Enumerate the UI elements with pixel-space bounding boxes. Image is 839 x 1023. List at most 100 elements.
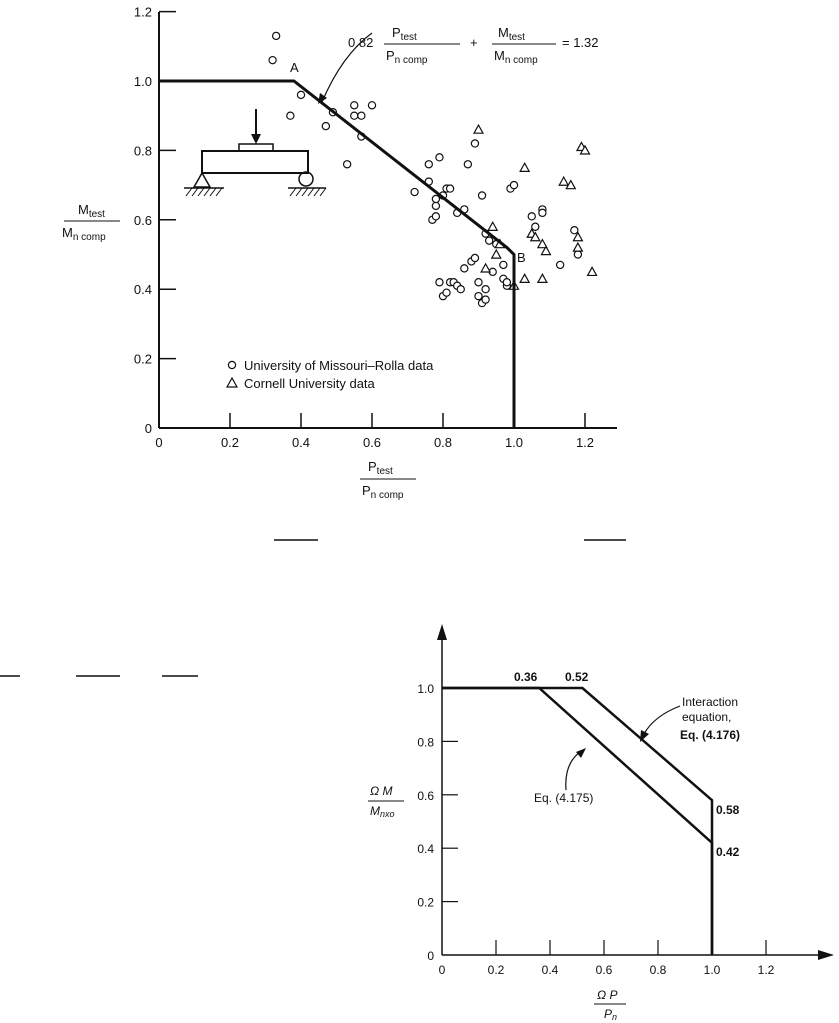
eq-plus: + (470, 35, 478, 50)
data-point-missouri (456, 285, 465, 294)
interaction-note-3: Eq. (4.176) (680, 728, 740, 742)
data-point-cornell (536, 238, 548, 249)
data-point-missouri (460, 264, 469, 273)
data-point-cornell (519, 273, 531, 283)
bottom-x-tick-label: 0.4 (542, 963, 559, 977)
top-x-tick-label: 0 (155, 435, 162, 450)
top-points (268, 31, 598, 308)
top-x-tick-label: 1.0 (505, 435, 523, 450)
data-point-missouri (321, 121, 331, 131)
data-point-cornell (529, 231, 541, 242)
top-xlabel-den: Pn comp (362, 483, 404, 501)
top-interaction-curve (159, 79, 516, 428)
data-point-missouri (477, 191, 487, 200)
top-x-tick-label: 0.4 (292, 435, 310, 450)
eq4175-leader (565, 751, 581, 791)
top-ylabel-den: Mn comp (62, 225, 106, 243)
bottom-y-tick-label: 0.2 (417, 896, 434, 910)
data-point-missouri (502, 278, 512, 287)
label-042: 0.42 (716, 845, 740, 859)
data-point-missouri (481, 295, 490, 304)
data-point-cornell (579, 144, 591, 155)
data-point-missouri (474, 291, 483, 301)
data-point-cornell (540, 245, 552, 256)
legend-circle-marker (227, 360, 237, 370)
data-point-missouri (367, 101, 377, 110)
top-ylabel-num: Mtest (78, 202, 105, 220)
bottom-y-tick-label: 1.0 (417, 682, 434, 696)
data-point-cornell (572, 241, 584, 252)
data-point-cornell (480, 262, 492, 273)
data-point-missouri (470, 253, 480, 263)
data-point-missouri (342, 160, 352, 169)
eq4175-note: Eq. (4.175) (534, 791, 593, 805)
bottom-x-tick-label: 0.6 (596, 963, 613, 977)
data-point-missouri (435, 153, 444, 162)
data-point-cornell (519, 162, 531, 172)
top-x-tick-label: 1.2 (576, 435, 594, 450)
eq-t2-den: Mn comp (494, 48, 538, 66)
data-point-missouri (484, 236, 494, 245)
data-point-missouri (531, 222, 540, 231)
data-point-missouri (424, 160, 433, 169)
bottom-x-tick-label: 0.2 (488, 963, 505, 977)
bottom-x-tick-label: 1.2 (758, 963, 775, 977)
legend-triangle-marker (225, 376, 239, 388)
bottom-x-tick-label: 1.0 (704, 963, 721, 977)
top-y-tick-label: 0 (145, 421, 152, 436)
data-point-missouri (271, 31, 281, 41)
data-point-missouri (499, 260, 508, 270)
top-x-tick-label: 0.6 (363, 435, 381, 450)
data-point-missouri (435, 278, 444, 287)
data-point-missouri (357, 111, 366, 120)
curve-eq-4175 (442, 686, 714, 955)
equation-arrowhead (318, 93, 327, 104)
bottom-y-arrow-icon (437, 624, 447, 640)
data-point-missouri (573, 250, 583, 259)
data-point-cornell (572, 231, 584, 242)
data-point-missouri (555, 260, 565, 270)
data-point-cornell (565, 179, 577, 190)
data-point-cornell (490, 248, 502, 259)
eq-rhs: = 1.32 (562, 35, 599, 50)
bottom-ylabel-den: Mnxo (370, 804, 395, 819)
top-xlabel-num: Ptest (368, 459, 393, 477)
legend-cornell: Cornell University data (244, 376, 376, 391)
bottom-x-tick-label: 0 (439, 963, 446, 977)
data-point-missouri (474, 278, 483, 287)
data-point-cornell (487, 221, 499, 231)
data-point-missouri (570, 226, 579, 235)
data-point-missouri (509, 180, 519, 190)
curve-eq-4176 (442, 686, 714, 955)
eq-coef: 0.82 (348, 35, 373, 50)
data-point-cornell (586, 266, 598, 277)
data-point-missouri (538, 208, 547, 218)
data-point-missouri (431, 212, 441, 221)
data-point-missouri (470, 139, 480, 148)
bottom-x-arrow-icon (818, 950, 834, 960)
top-y-tick-label: 0.4 (134, 282, 152, 297)
data-point-cornell (558, 175, 570, 186)
data-point-missouri (296, 90, 306, 100)
bottom-x-tick-label: 0.8 (650, 963, 667, 977)
data-point-missouri (431, 194, 441, 204)
beam-icon (184, 109, 327, 197)
data-point-cornell (536, 273, 548, 283)
top-y-tick-label: 0.8 (134, 143, 152, 158)
bottom-xlabel-den: Pn (604, 1007, 617, 1022)
bottom-y-tick-label: 0.4 (417, 842, 434, 856)
data-point-missouri (481, 285, 490, 294)
data-point-missouri (445, 184, 455, 193)
label-036: 0.36 (514, 670, 538, 684)
top-x-tick-label: 0.2 (221, 435, 239, 450)
bottom-ylabel-num: Ω M (370, 784, 392, 798)
eq-t1-num: Ptest (392, 25, 417, 43)
label-058: 0.58 (716, 803, 740, 817)
data-point-missouri (350, 101, 359, 110)
bottom-y-tick-label: 0.6 (417, 789, 434, 803)
top-x-tick-label: 0.8 (434, 435, 452, 450)
